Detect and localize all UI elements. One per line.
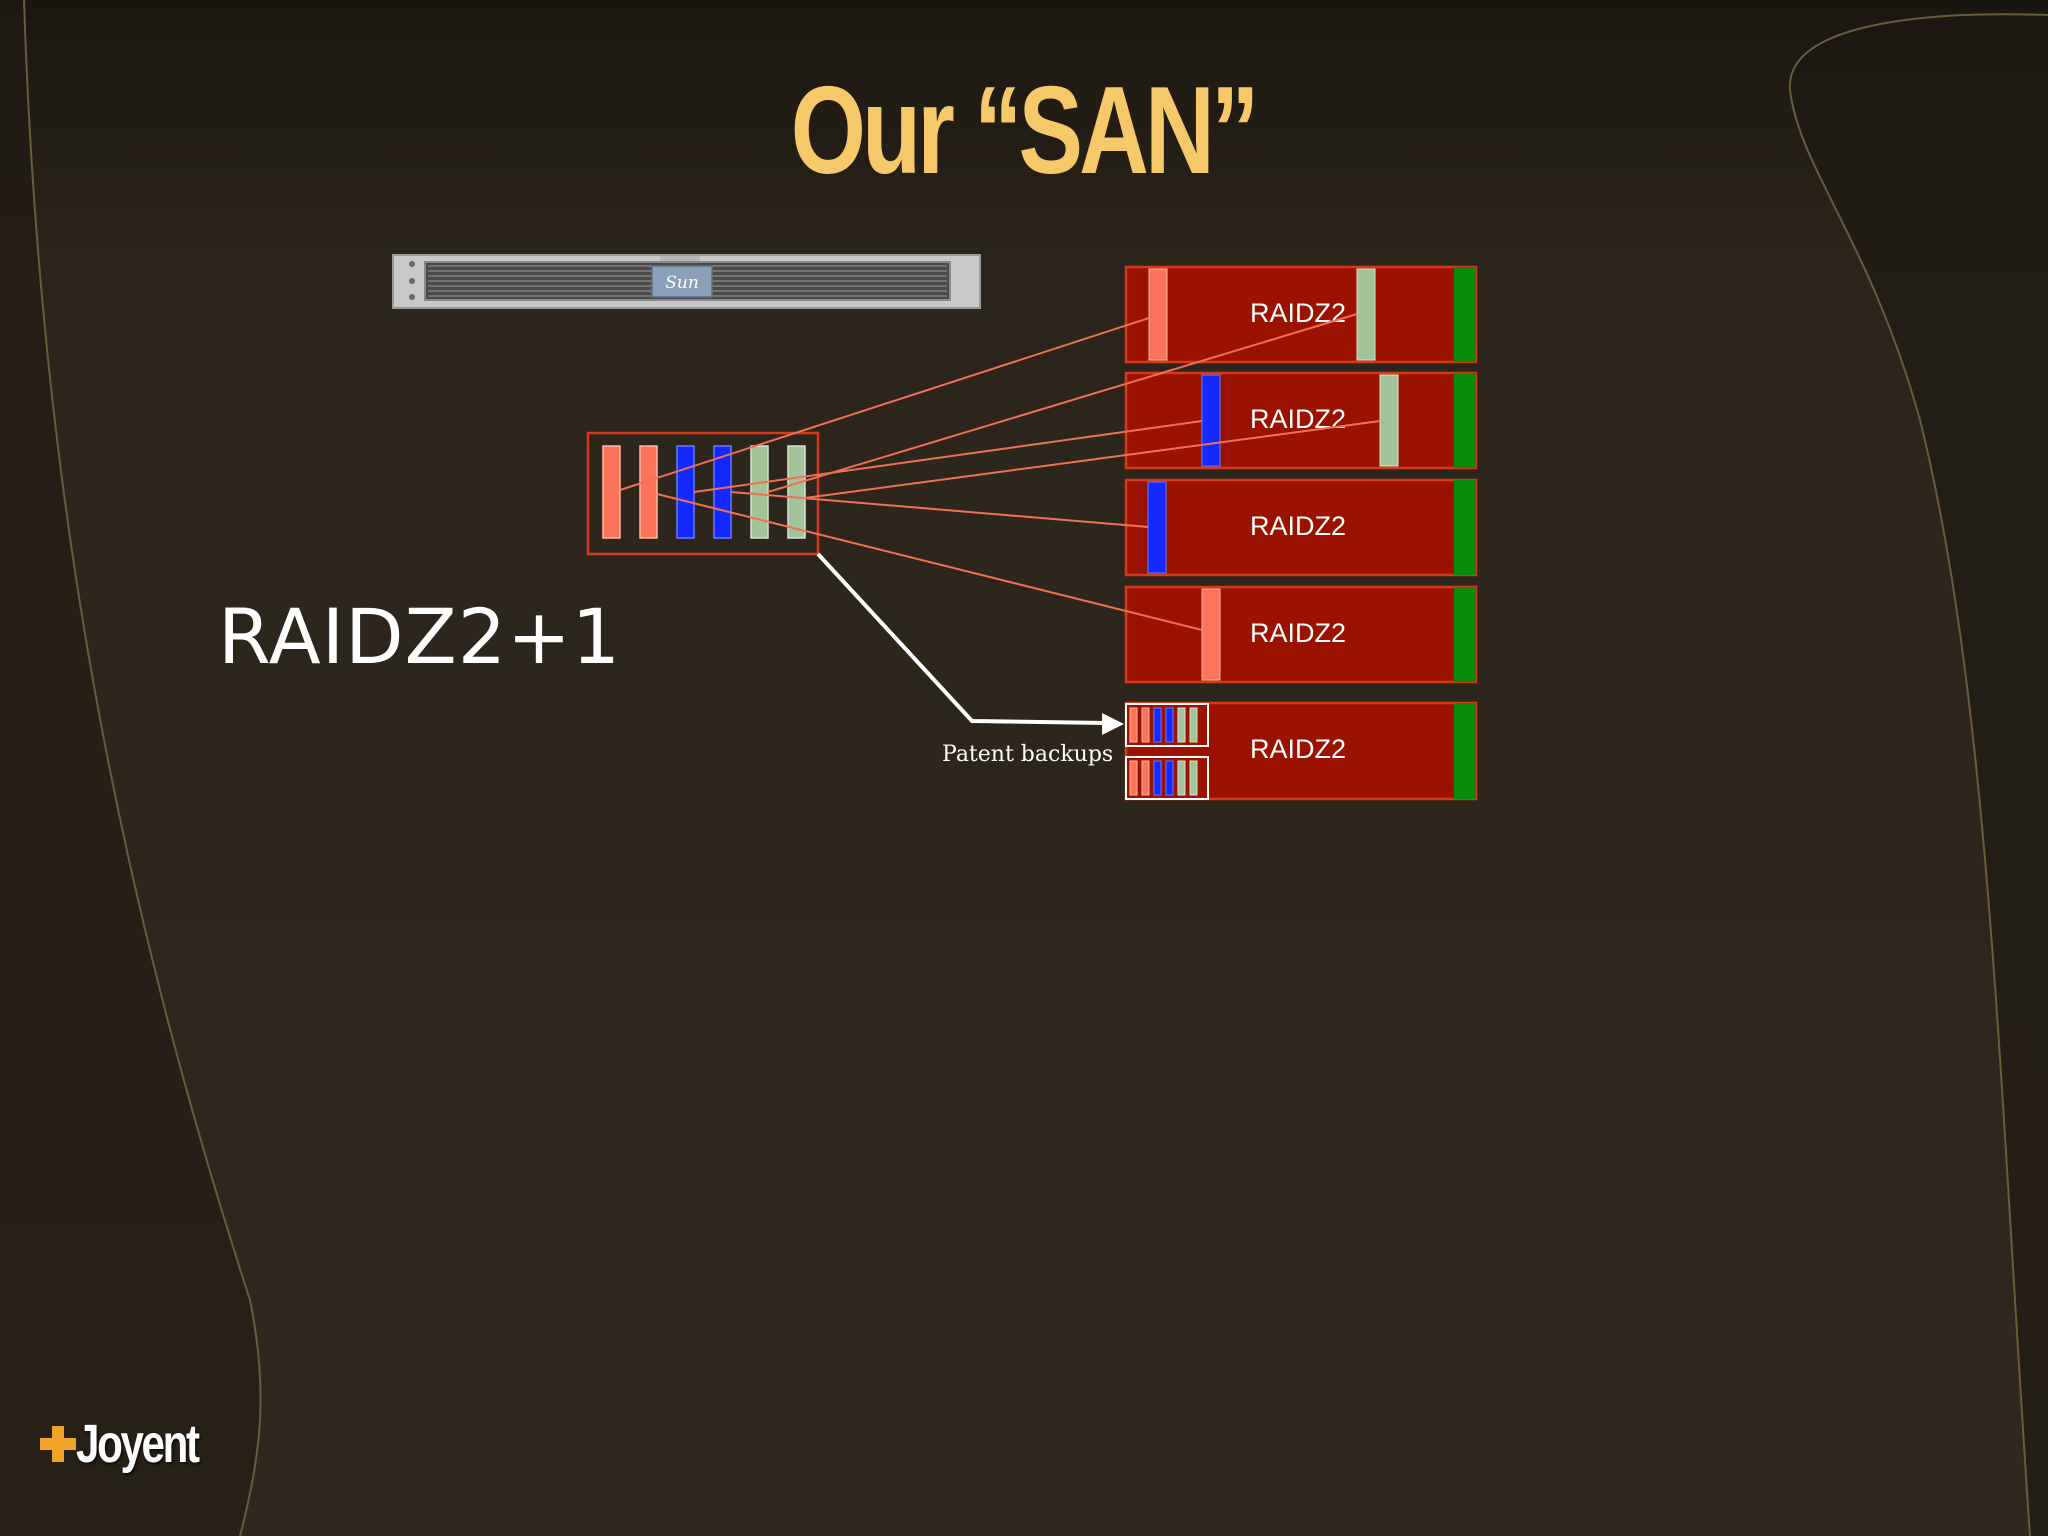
disk-blue-2 bbox=[713, 445, 732, 539]
right-curl-line bbox=[1788, 13, 2048, 1536]
raidz2-plus-one-label: RAIDZ2+1 bbox=[218, 592, 622, 681]
joyent-logo: Joyent bbox=[40, 1414, 232, 1474]
pool-label: RAIDZ2 bbox=[1250, 298, 1346, 328]
raid-pool-4: RAIDZ2 bbox=[1124, 585, 1478, 684]
source-disk-group bbox=[586, 431, 820, 556]
slide-title: Our “SAN” bbox=[790, 62, 1260, 200]
pool-label: RAIDZ2 bbox=[1250, 511, 1346, 541]
backup-disk-group-1 bbox=[1125, 703, 1209, 747]
left-curl-line bbox=[23, 0, 262, 1536]
raid-pool-5: RAIDZ2 bbox=[1124, 701, 1478, 801]
raid-pool-3: RAIDZ2 bbox=[1124, 478, 1478, 577]
disk-salmon-2 bbox=[639, 445, 658, 539]
joyent-logo-text: Joyent bbox=[76, 1414, 200, 1474]
backup-arrow bbox=[816, 552, 1124, 735]
raid-pool-2: RAIDZ2 bbox=[1124, 371, 1478, 470]
patent-backups-label: Patent backups bbox=[942, 742, 1114, 767]
disk-blue-1 bbox=[676, 445, 695, 539]
raid-pool-1: RAIDZ2 bbox=[1124, 265, 1478, 364]
pool-label: RAIDZ2 bbox=[1250, 618, 1346, 648]
backup-disk-group-2 bbox=[1125, 756, 1209, 800]
pool-label: RAIDZ2 bbox=[1250, 404, 1346, 434]
pool-label: RAIDZ2 bbox=[1250, 734, 1346, 764]
disk-salmon-1 bbox=[602, 445, 621, 539]
left-curl-shape bbox=[0, 0, 261, 1536]
disk-sage-1 bbox=[750, 445, 769, 539]
disk-mapping-lines bbox=[619, 313, 1381, 631]
joyent-cross-icon bbox=[40, 1426, 76, 1462]
right-curl-shape bbox=[1789, 14, 2048, 1536]
server-badge-logo: Sun bbox=[665, 273, 699, 293]
disk-sage-2 bbox=[787, 445, 806, 539]
server-chassis: Sun bbox=[392, 254, 981, 309]
